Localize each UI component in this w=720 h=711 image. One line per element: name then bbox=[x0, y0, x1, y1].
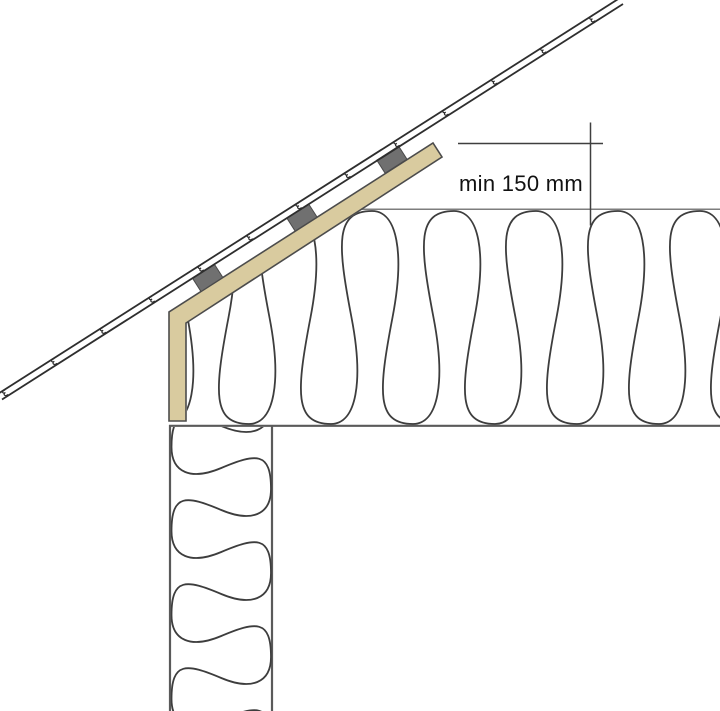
membrane-seam-mark bbox=[99, 327, 107, 334]
ceiling-insulation bbox=[169, 208, 720, 427]
wall-insulation bbox=[168, 425, 274, 711]
dimension-annotation: min 150 mm bbox=[458, 122, 603, 226]
membrane-lower-line bbox=[1, 3, 624, 401]
membrane-seam-mark bbox=[589, 15, 596, 23]
wall-insulation-squiggle bbox=[170, 427, 272, 711]
membrane-seam-mark bbox=[1, 389, 9, 397]
membrane-seam-mark bbox=[295, 202, 302, 210]
membrane-seam-mark bbox=[246, 233, 253, 241]
membrane-seam-mark bbox=[442, 108, 449, 116]
membrane-seam-mark bbox=[344, 171, 351, 179]
roof-membrane bbox=[0, 0, 624, 401]
membrane-seam-mark bbox=[491, 77, 498, 85]
membrane-seam-mark bbox=[393, 140, 400, 148]
membrane-seam-mark bbox=[540, 46, 547, 54]
wind-deflector-board bbox=[168, 141, 444, 422]
dimension-label: min 150 mm bbox=[459, 171, 583, 196]
membrane-seam-mark bbox=[197, 264, 205, 272]
membrane-seam-marks bbox=[1, 15, 596, 397]
ceiling-insulation-squiggle bbox=[187, 210, 720, 425]
membrane-seam-mark bbox=[148, 295, 156, 303]
membrane-seam-mark bbox=[50, 358, 58, 366]
